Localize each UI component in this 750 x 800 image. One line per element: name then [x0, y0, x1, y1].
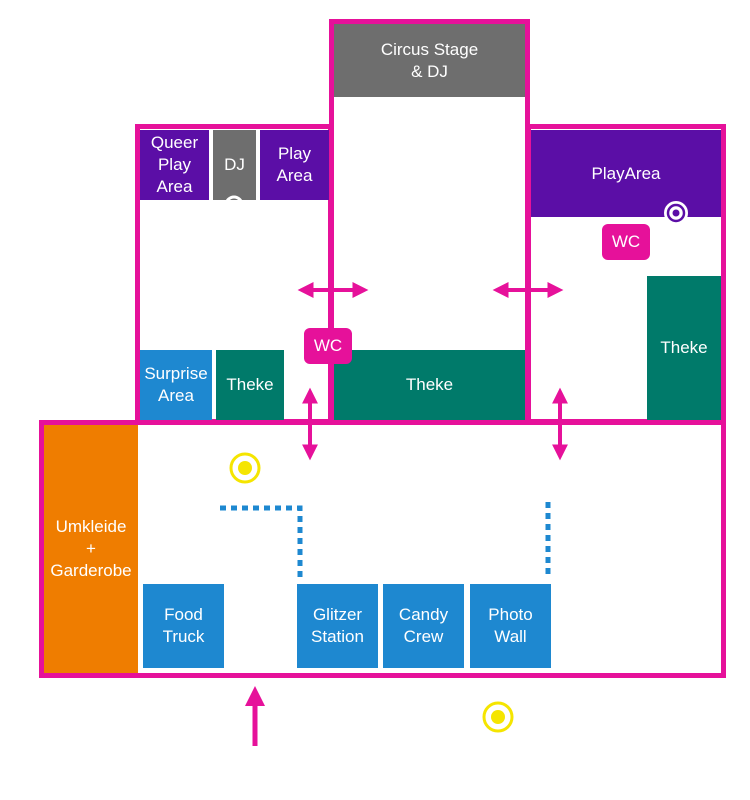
marker-icon [229, 452, 261, 484]
area-dj[interactable]: DJ [213, 130, 256, 200]
area-play-area-left[interactable]: Play Area [260, 130, 329, 200]
dj-marker-icon [224, 195, 244, 206]
area-queer-play-area[interactable]: Queer Play Area [140, 130, 209, 200]
wc-badge-center[interactable]: WC [304, 328, 352, 364]
area-glitzer-station[interactable]: Glitzer Station [297, 584, 378, 668]
area-surprise-area[interactable]: Surprise Area [140, 350, 212, 420]
marker-icon [482, 701, 514, 733]
area-umkleide-garderobe[interactable]: Umkleide + Garderobe [44, 425, 138, 673]
area-theke-left[interactable]: Theke [216, 350, 284, 420]
area-circus-stage[interactable]: Circus Stage & DJ [334, 24, 525, 97]
area-food-truck[interactable]: Food Truck [143, 584, 224, 668]
area-play-area-right[interactable]: PlayArea [531, 130, 721, 217]
room-main-hall-wall [39, 420, 726, 678]
area-theke-right[interactable]: Theke [647, 276, 721, 420]
target-marker-icon [664, 201, 688, 225]
area-theke-center[interactable]: Theke [334, 350, 525, 420]
area-candy-crew[interactable]: Candy Crew [383, 584, 464, 668]
wc-badge-right[interactable]: WC [602, 224, 650, 260]
area-photo-wall[interactable]: Photo Wall [470, 584, 551, 668]
dotted-barrier [220, 505, 303, 578]
